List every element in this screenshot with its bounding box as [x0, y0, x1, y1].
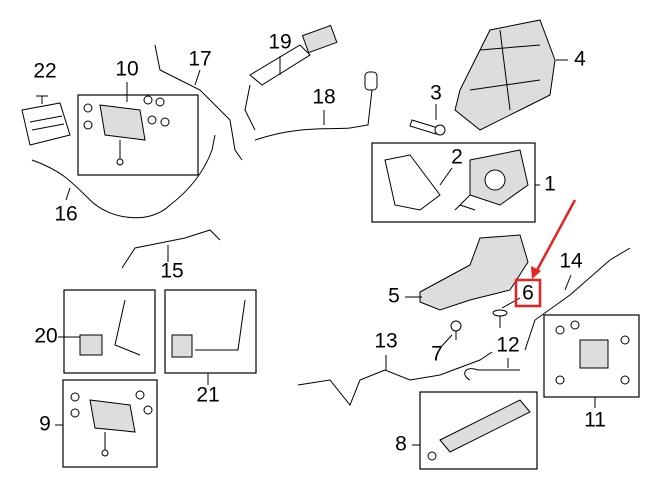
- part-9-components[interactable]: [55, 390, 153, 457]
- part-16-line[interactable]: [31, 134, 216, 219]
- callout-16[interactable]: 16: [54, 203, 77, 226]
- callout-13[interactable]: 13: [374, 330, 397, 353]
- callout-6[interactable]: 6: [522, 282, 534, 305]
- callout-4[interactable]: 4: [574, 48, 586, 71]
- part-3-bolt[interactable]: [409, 104, 446, 136]
- part-5-shield[interactable]: [405, 234, 529, 311]
- part-12-line[interactable]: [464, 358, 520, 381]
- highlight-arrow-head: [531, 266, 541, 279]
- highlight-arrow: [534, 199, 577, 273]
- callout-18[interactable]: 18: [312, 86, 335, 109]
- callout-5[interactable]: 5: [388, 285, 400, 308]
- part-21-sensor[interactable]: [171, 299, 246, 385]
- callout-8[interactable]: 8: [395, 433, 407, 456]
- callout-2[interactable]: 2: [451, 146, 463, 169]
- callout-19[interactable]: 19: [268, 31, 291, 54]
- group-box-21: [164, 289, 257, 374]
- callout-21[interactable]: 21: [196, 384, 219, 407]
- callout-20[interactable]: 20: [34, 325, 57, 348]
- callout-11[interactable]: 11: [584, 409, 606, 432]
- part-13-line[interactable]: [297, 351, 493, 406]
- part-22-module[interactable]: [21, 95, 71, 146]
- highlight-box: [514, 278, 542, 308]
- callout-1[interactable]: 1: [544, 173, 556, 196]
- callout-17[interactable]: 17: [188, 48, 211, 71]
- callout-15[interactable]: 15: [160, 260, 183, 283]
- callout-10[interactable]: 10: [115, 58, 138, 81]
- part-4-housing[interactable]: [454, 19, 568, 131]
- part-19-filter[interactable]: [244, 24, 338, 131]
- part-17-line[interactable]: [154, 44, 243, 161]
- callout-12[interactable]: 12: [496, 334, 519, 357]
- part-18-line[interactable]: [254, 89, 373, 141]
- callout-3[interactable]: 3: [430, 82, 442, 105]
- part-1-compressor[interactable]: [454, 149, 529, 211]
- group-box-9: [62, 379, 158, 468]
- group-box-10: [77, 94, 199, 176]
- group-box-8: [419, 391, 538, 470]
- group-box-11: [543, 314, 640, 398]
- part-11-valve[interactable]: [555, 320, 630, 408]
- group-box-1: [371, 142, 536, 223]
- callout-22[interactable]: 22: [33, 60, 56, 83]
- callout-9[interactable]: 9: [39, 413, 51, 436]
- part-15-line[interactable]: [121, 229, 221, 269]
- callout-14[interactable]: 14: [559, 250, 583, 273]
- part-10-components[interactable]: [83, 82, 170, 166]
- callout-7[interactable]: 7: [431, 343, 443, 366]
- group-box-20: [63, 289, 156, 374]
- part-2-bracket[interactable]: [384, 154, 453, 211]
- part-7-bolt[interactable]: [439, 320, 462, 349]
- part-14-line[interactable]: [524, 247, 631, 351]
- part-20-sensor[interactable]: [58, 299, 141, 356]
- part-8-cover[interactable]: [412, 399, 531, 461]
